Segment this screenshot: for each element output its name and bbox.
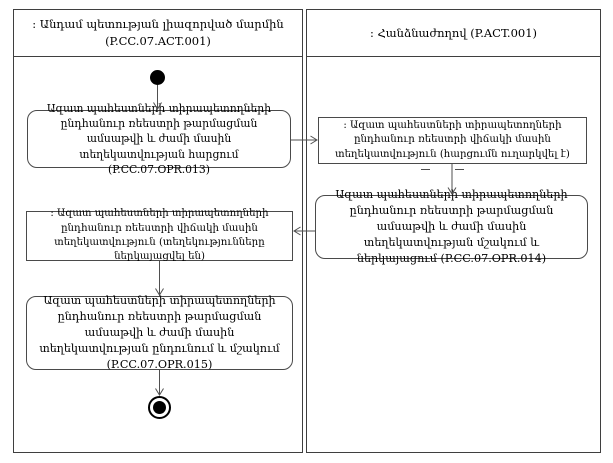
swimlane-header-member-state: : Անդամ պետության լիազորված մարմին (P.CC…: [14, 10, 302, 57]
activity-node-opr013: Ազատ պահեստների տիրապետողների ընդհանուր …: [27, 102, 291, 176]
initial-node-icon: [150, 70, 165, 85]
activity-node-opr015: Ազատ պահեստների տիրապետողների ընդհանուր …: [26, 294, 293, 371]
object-node-request-sent: : Ազատ պահեստների տիրապետողների ընդհանու…: [318, 117, 587, 164]
activity-node-label: Ազատ պահեստների տիրապետողների ընդհանուր …: [46, 101, 272, 176]
lane-code: (P.CC.07.ACT.001): [105, 34, 211, 48]
final-node-dot: [153, 401, 166, 414]
final-node-icon: [148, 396, 171, 419]
activity-node-label: Ազատ պահեստների տիրապետողների ընդհանուր …: [335, 188, 568, 265]
object-node-info-presented: : Ազատ պահեստների տիրապետողների ընդհանու…: [26, 208, 293, 262]
swimlane-header-commission: : Հանձնաժողով (P.ACT.001): [307, 10, 600, 57]
lane-title: : Անդամ պետության լիազորված մարմին: [32, 17, 284, 32]
object-node-label: : Ազատ պահեստների տիրապետողների ընդհանու…: [335, 120, 570, 160]
object-node-label: : Ազատ պահեստների տիրապետողների ընդհանու…: [50, 208, 269, 263]
activity-node-label: Ազատ պահեստների տիրապետողների ընդհանուր …: [39, 294, 280, 371]
activity-node-opr014: Ազատ պահեստների տիրապետողների ընդհանուր …: [315, 188, 588, 265]
lane-title: : Հանձնաժողով (P.ACT.001): [369, 25, 538, 40]
